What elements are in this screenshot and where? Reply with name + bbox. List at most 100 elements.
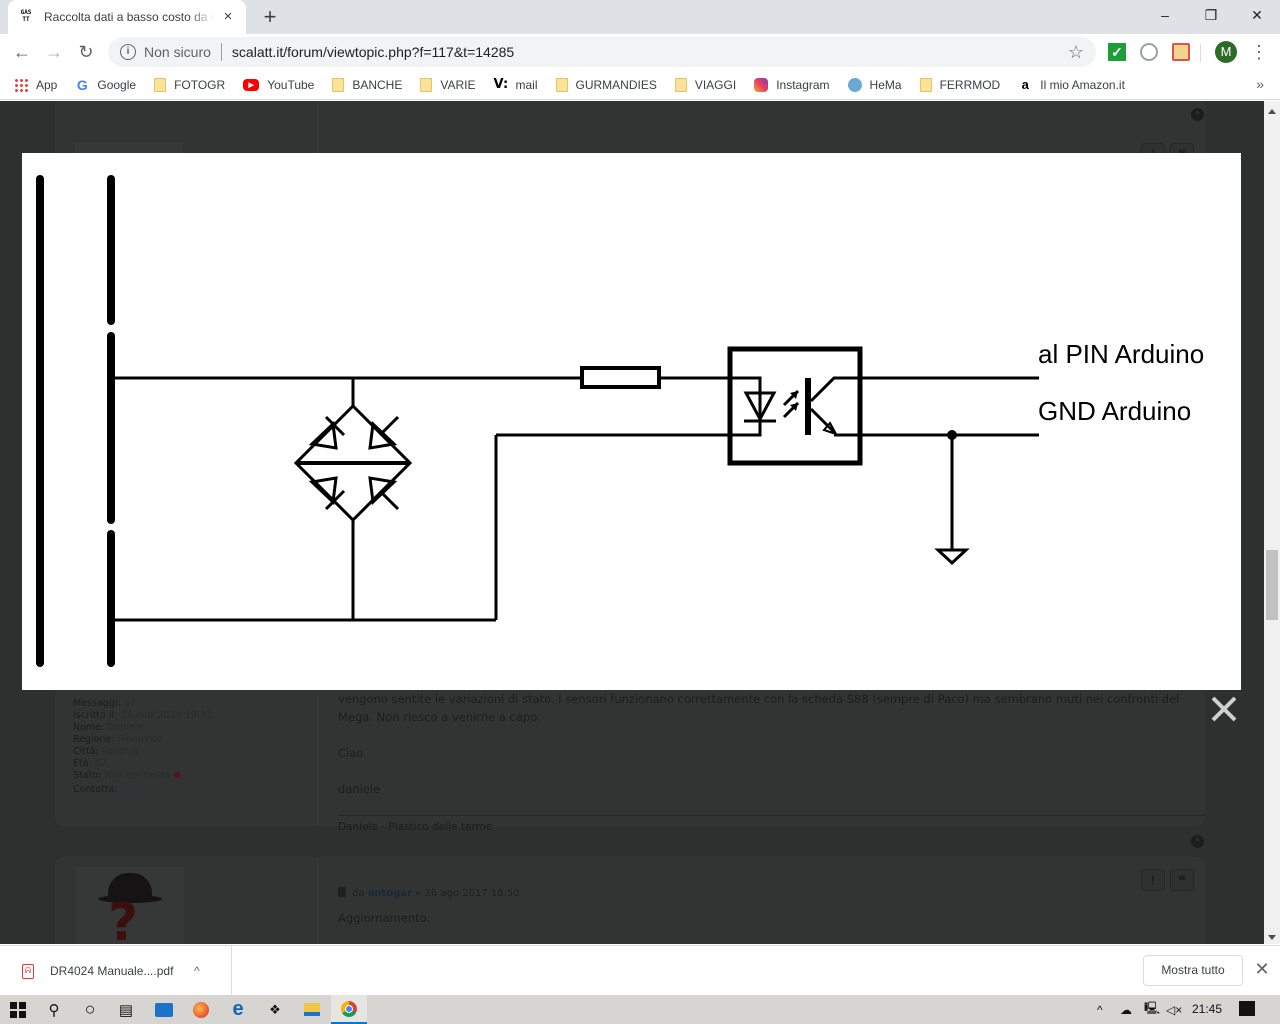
bookmark-label: HeMa (869, 77, 902, 92)
back-to-top-icon[interactable]: ^ (1191, 835, 1204, 848)
bookmark-viaggi[interactable]: VIAGGI (674, 77, 736, 92)
bookmark-label: Il mio Amazon.it (1040, 77, 1125, 92)
menu-icon[interactable]: ⋮ (1250, 42, 1268, 62)
post-body-line: Ciao (338, 746, 364, 760)
scrollbar-thumb[interactable] (1266, 550, 1278, 620)
lightbox-image: al PIN Arduino GND Arduino (22, 153, 1241, 690)
bookmark-ferrmod[interactable]: FERRMOD (919, 77, 1001, 92)
url-text[interactable]: scalatt.it/forum/viewtopic.php?f=117&t=1… (231, 44, 515, 60)
bookmark-instagram[interactable]: Instagram (754, 77, 830, 92)
bookmark-label: FERRMOD (939, 77, 1001, 92)
post-divider (317, 857, 318, 944)
address-bar[interactable]: i Non sicuro scalatt.it/forum/viewtopic.… (108, 37, 1096, 67)
volume-muted-icon[interactable]: ◁× (1166, 1002, 1183, 1017)
reload-button[interactable]: ↻ (78, 42, 94, 62)
folder-icon (332, 77, 345, 92)
folder-icon (420, 77, 433, 92)
extension-check-icon[interactable]: ✓ (1108, 43, 1126, 61)
info-icon[interactable]: i (120, 44, 136, 60)
quote-button[interactable]: ❝ (1170, 869, 1194, 891)
cortana-icon[interactable]: ○ (84, 999, 96, 1019)
profile-region: Regione: Piemonte (73, 734, 163, 745)
minimize-button[interactable]: – (1161, 7, 1169, 23)
bookmark-gurmandies[interactable]: GURMANDIES (555, 77, 657, 92)
network-icon[interactable]: 🖳 (1144, 1001, 1161, 1015)
browser-tab[interactable]: GAS TT Raccolta dati a basso costo da se… (8, 0, 246, 34)
firefox-icon[interactable] (183, 995, 219, 1024)
mail-app-icon[interactable] (146, 995, 182, 1024)
label-pin-arduino: al PIN Arduino (1038, 339, 1205, 369)
action-center-icon[interactable] (1239, 1001, 1255, 1016)
apps-grid-icon (14, 77, 28, 92)
ground-symbol (934, 548, 970, 566)
task-view-icon[interactable]: ▤ (118, 1001, 134, 1019)
report-button[interactable]: ! (1141, 869, 1165, 891)
bookmark-label: mail (515, 77, 538, 92)
folder-icon (919, 77, 932, 92)
lightbox-close-icon[interactable] (1208, 693, 1240, 725)
bookmark-app[interactable]: App (14, 77, 57, 92)
download-item[interactable]: ᕱ DR4024 Manuale....pdf ^ (14, 946, 232, 996)
bookmark-youtube[interactable]: ▶YouTube (243, 78, 314, 92)
extension-ring-icon[interactable] (1140, 43, 1158, 61)
signature: Daniele - Plastico delle terme (338, 821, 493, 833)
back-to-top-icon[interactable]: ^ (1191, 108, 1204, 121)
bookmark-banche[interactable]: BANCHE (332, 77, 403, 92)
chat-bubble-icon[interactable] (121, 784, 136, 795)
search-icon[interactable]: ⚲ (48, 1001, 60, 1019)
bookmark-varie[interactable]: VARIE (420, 77, 475, 92)
bookmark-label: FOTOGR (174, 77, 226, 92)
bookmark-amazon[interactable]: a Il mio Amazon.it (1018, 76, 1125, 92)
bookmark-star-icon[interactable]: ☆ (1067, 42, 1084, 62)
bookmark-fotogr[interactable]: FOTOGR (154, 77, 226, 92)
post-body-line: Mega. Non riesco a venirne a capo. (338, 710, 541, 724)
bookmarks-overflow-button[interactable]: » (1256, 76, 1264, 92)
file-explorer-icon[interactable] (294, 995, 330, 1024)
diode (368, 420, 398, 450)
start-button[interactable] (0, 995, 36, 1024)
tab-close-icon[interactable]: × (223, 8, 233, 25)
post-meta: da antogar » 26 ago 2017 18:50 (338, 887, 520, 899)
bookmark-label: YouTube (267, 77, 315, 92)
clock[interactable]: 21:45 (1192, 1002, 1223, 1016)
post-body-line: daniele (338, 782, 381, 796)
close-shelf-button[interactable]: ✕ (1254, 959, 1270, 979)
onedrive-error-icon[interactable]: ☁ (1120, 1002, 1132, 1017)
forward-button[interactable]: → (45, 42, 63, 62)
led-diode (743, 391, 777, 423)
junction-dot (947, 430, 957, 440)
edge-icon[interactable]: e (232, 998, 244, 1020)
back-button[interactable]: ← (13, 42, 31, 62)
new-tab-button[interactable]: + (263, 4, 277, 29)
restore-button[interactable]: ❐ (1204, 7, 1218, 23)
profile-status: Stato: Non connesso (73, 770, 212, 782)
dropbox-icon[interactable]: ❖ (269, 1001, 281, 1017)
google-icon: G (76, 76, 88, 93)
profile-info: Messaggi: 37 Iscritto il: 25 mar 2014 19… (73, 698, 212, 796)
post-author-link[interactable]: antogar (367, 888, 413, 899)
post-date: 26 ago 2017 18:50 (424, 888, 520, 899)
bookmark-hema[interactable]: HeMa (847, 77, 902, 92)
folder-icon (555, 77, 568, 92)
show-all-downloads-button[interactable]: Mostra tutto (1143, 955, 1243, 986)
extension-clipboard-icon[interactable] (1172, 43, 1190, 61)
window-close-button[interactable]: ✕ (1251, 7, 1263, 23)
diode (308, 420, 338, 450)
scroll-down-arrow-icon[interactable] (1268, 935, 1276, 940)
scroll-up-arrow-icon[interactable] (1268, 109, 1276, 114)
profile-name: Nome: Daniele (73, 722, 144, 733)
amazon-icon: a (1021, 76, 1029, 92)
instagram-icon (754, 77, 769, 92)
page-scrollbar[interactable] (1264, 101, 1280, 944)
tray-chevron-icon[interactable]: ^ (1097, 1002, 1103, 1017)
security-label[interactable]: Non sicuro (144, 44, 211, 60)
bookmark-mail[interactable]: V:mail (493, 77, 538, 92)
download-file-name[interactable]: DR4024 Manuale....pdf (50, 964, 174, 978)
bookmark-label: BANCHE (352, 77, 403, 92)
windows-logo-icon (10, 1001, 26, 1018)
chevron-up-icon[interactable]: ^ (194, 964, 200, 978)
profile-avatar[interactable]: M (1215, 41, 1237, 63)
chrome-taskbar-icon[interactable] (331, 995, 367, 1024)
